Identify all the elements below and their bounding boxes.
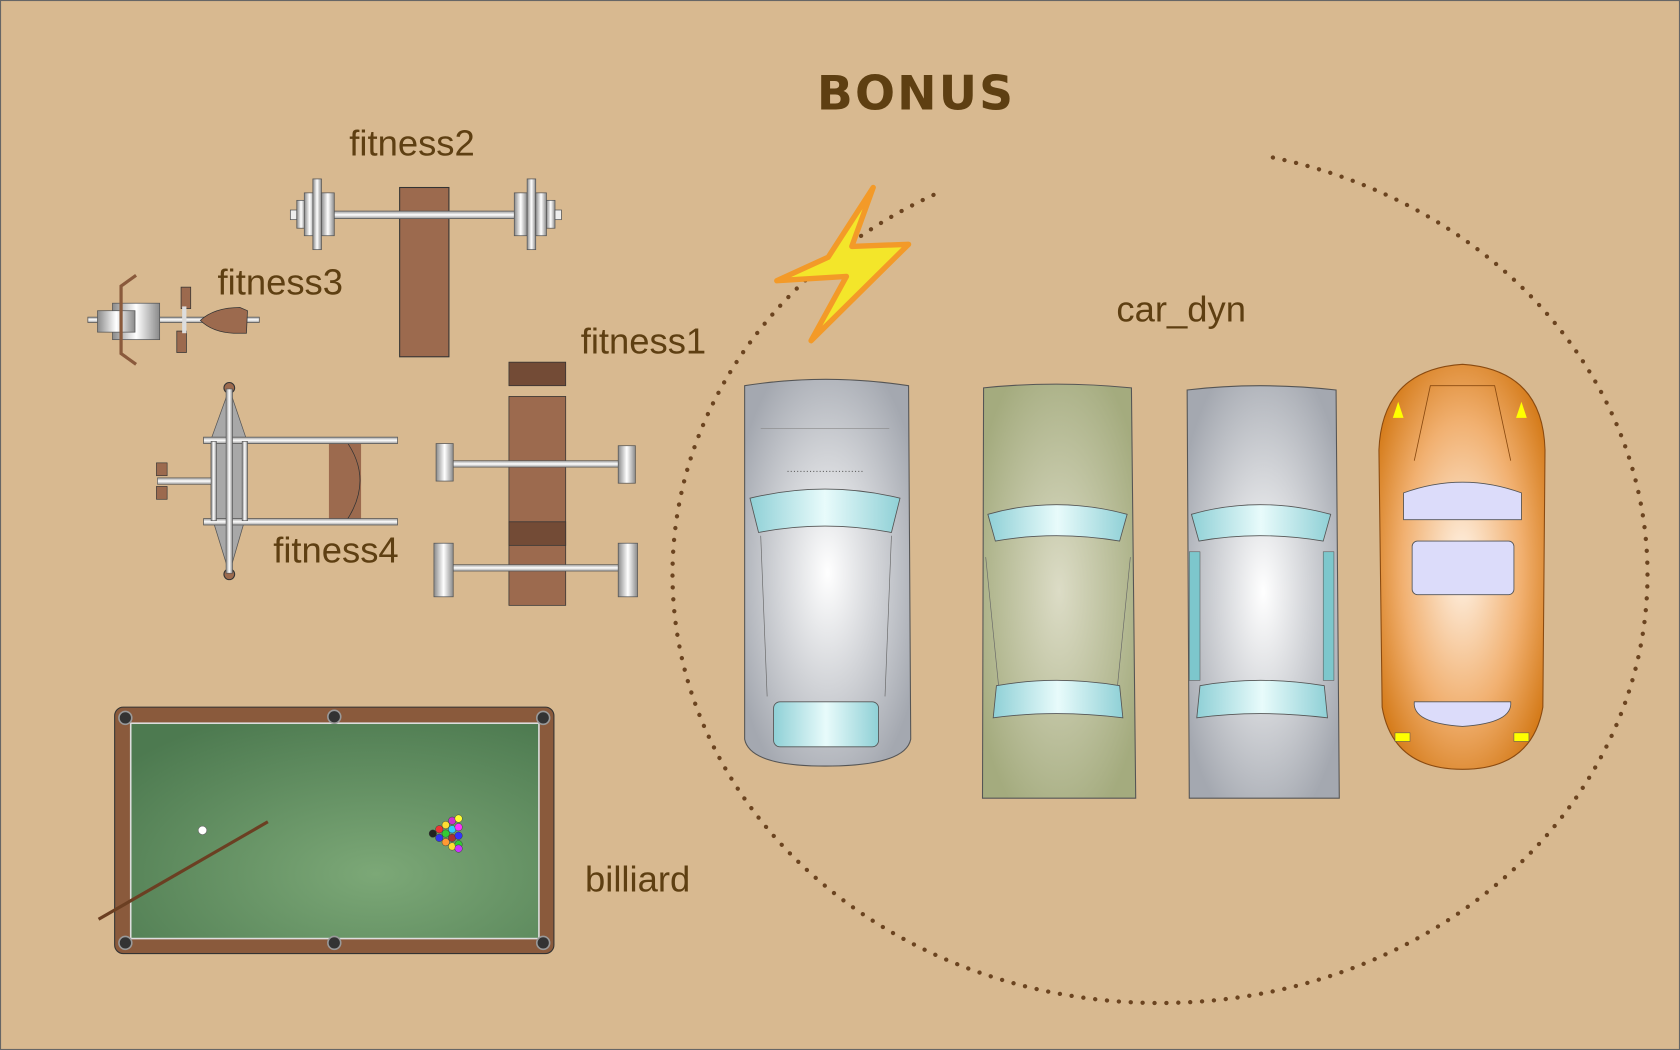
fitness3-equipment[interactable] <box>87 274 260 366</box>
fitness1-equipment[interactable] <box>433 361 638 606</box>
cue-ball <box>197 825 208 835</box>
car-silver-2[interactable] <box>1186 385 1340 799</box>
cue-stick <box>97 820 269 921</box>
fitness4-equipment[interactable] <box>156 381 398 581</box>
car-orange[interactable] <box>1378 363 1546 770</box>
billiard-table[interactable] <box>97 706 555 955</box>
fitness4-label: fitness4 <box>273 530 398 571</box>
fitness1-label: fitness1 <box>581 321 706 362</box>
car-silver-1[interactable] <box>744 378 912 767</box>
billiard-label: billiard <box>585 858 690 899</box>
fitness2-label: fitness2 <box>349 122 474 163</box>
lightning-bolt-icon <box>774 184 912 344</box>
page-title: BONUS <box>817 66 1015 121</box>
fitness2-equipment[interactable] <box>289 178 562 358</box>
ball-rack <box>428 814 463 853</box>
fitness3-label: fitness3 <box>218 262 343 303</box>
car-green[interactable] <box>981 383 1137 799</box>
car-dyn-label: car_dyn <box>1116 288 1246 329</box>
car-zone-boundary <box>670 155 1650 1006</box>
